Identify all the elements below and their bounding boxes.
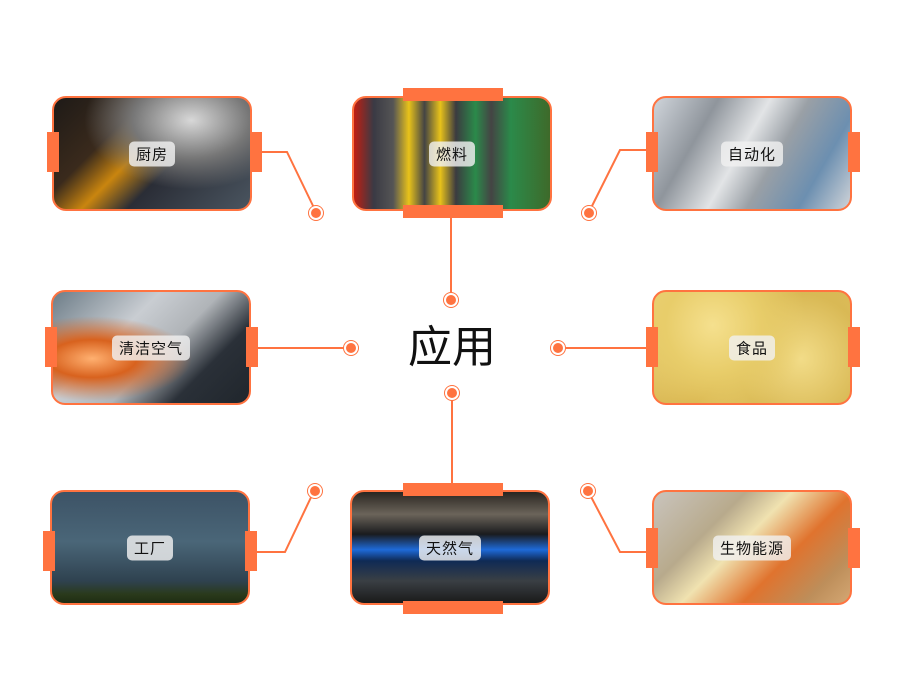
card-fuel: 燃料 [352,96,552,211]
card-tab [848,327,860,367]
card-tab [403,205,503,218]
card-tab [403,601,503,614]
card-tab [848,528,860,568]
card-label: 天然气 [418,535,482,560]
card-tab [403,483,503,496]
card-tab [403,88,503,101]
connector-dot-food [553,343,563,353]
card-tab [646,132,658,172]
card-label: 生物能源 [712,535,792,560]
card-tab [250,132,262,172]
connector-dot-bio-energy [583,486,593,496]
card-tab [245,531,257,571]
card-label: 自动化 [720,141,784,166]
connector-dot-clean-air [346,343,356,353]
connector-dot-fuel [446,295,456,305]
card-food: 食品 [652,290,852,405]
card-kitchen: 厨房 [52,96,252,211]
card-tab [47,132,59,172]
card-label: 食品 [728,335,776,360]
card-tab [45,327,57,367]
card-label: 厨房 [128,141,176,166]
card-tab [848,132,860,172]
card-tab [646,327,658,367]
center-title: 应用 [408,322,496,373]
card-natural-gas: 天然气 [350,490,550,605]
card-bio-energy: 生物能源 [652,490,852,605]
connector-dot-factory [310,486,320,496]
card-factory: 工厂 [50,490,250,605]
connector-dot-kitchen [311,208,321,218]
card-label: 清洁空气 [111,335,191,360]
card-label: 工厂 [126,535,174,560]
card-automation: 自动化 [652,96,852,211]
card-tab [246,327,258,367]
connector-dot-automation [584,208,594,218]
card-tab [646,528,658,568]
card-tab [43,531,55,571]
card-label: 燃料 [428,141,476,166]
card-clean-air: 清洁空气 [51,290,251,405]
connector-dot-natural-gas [447,388,457,398]
